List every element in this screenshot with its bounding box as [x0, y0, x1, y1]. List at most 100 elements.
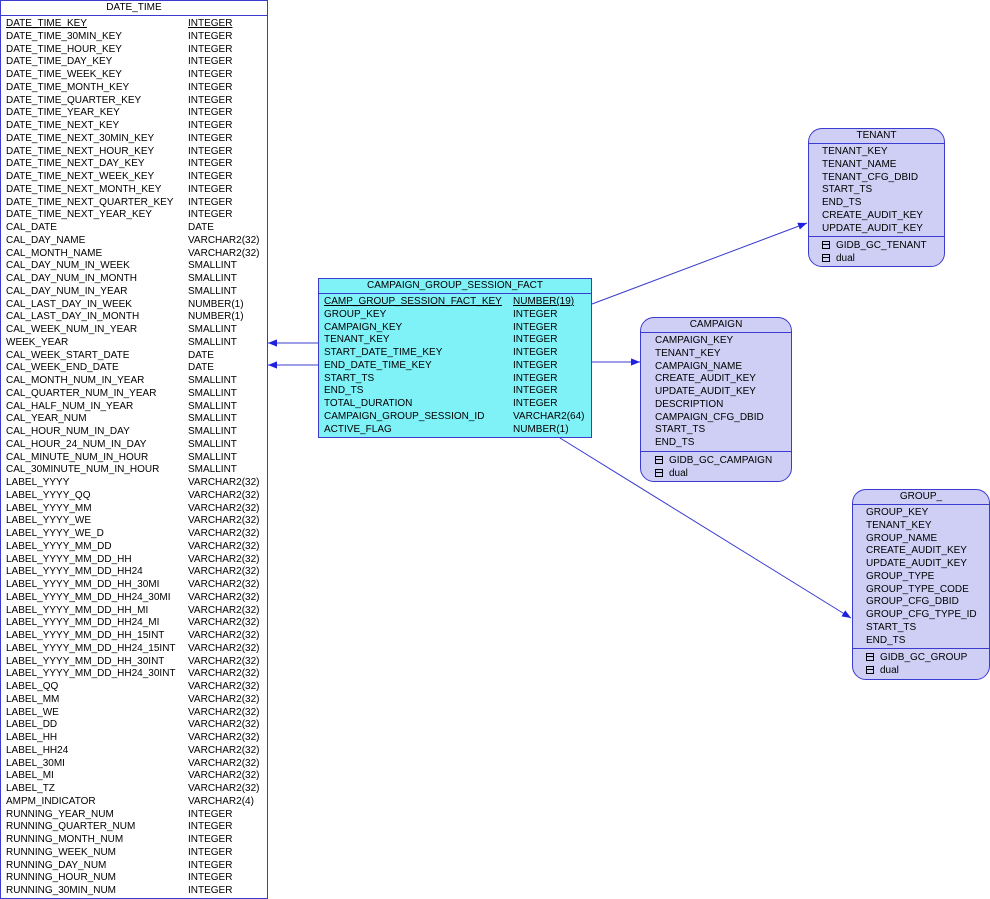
- column-type: VARCHAR2(32): [188, 553, 260, 565]
- column-type: INTEGER: [513, 385, 558, 397]
- primary-key-name: CAMP_GROUP_SESSION_FACT_KEY: [324, 296, 502, 307]
- column-type: INTEGER: [513, 308, 558, 320]
- reference-label: dual: [836, 253, 855, 265]
- column-name: CAL_YEAR_NUM: [6, 413, 87, 425]
- column-name: GROUP_KEY: [324, 308, 387, 320]
- column-name: CREATE_AUDIT_KEY: [866, 545, 967, 557]
- column-name: LABEL_YYYY_MM_DD_HH: [6, 553, 132, 565]
- column-row: TENANT_KEY: [641, 348, 791, 361]
- column-row: CAL_WEEK_END_DATE DATE: [1, 362, 267, 375]
- column-name: LABEL_YYYY_MM_DD_HH24_30MI: [6, 591, 171, 603]
- column-name: START_TS: [655, 424, 706, 436]
- column-name: RUNNING_QUARTER_NUM: [6, 821, 136, 833]
- column-name: RUNNING_YEAR_NUM: [6, 808, 114, 820]
- column-type: INTEGER: [188, 43, 233, 55]
- column-name: UPDATE_AUDIT_KEY: [655, 386, 756, 397]
- column-row: END_TS: [641, 437, 791, 450]
- column-name: CAL_DAY_NUM_IN_YEAR: [6, 285, 128, 297]
- column-type: INTEGER: [188, 158, 233, 170]
- column-type: INTEGER: [188, 94, 233, 106]
- column-row: TENANT_KEY: [853, 520, 989, 533]
- column-row: TENANT_KEY: [809, 146, 944, 159]
- campaign-group-session-fact-entity[interactable]: CAMPAIGN_GROUP_SESSION_FACT CAMP_GROUP_S…: [318, 278, 592, 438]
- column-type: INTEGER: [188, 81, 233, 93]
- column-name: RUNNING_30MIN_NUM: [6, 885, 117, 896]
- column-name: CAL_WEEK_END_DATE: [6, 362, 119, 374]
- column-name: CREATE_AUDIT_KEY: [822, 209, 923, 221]
- column-name: END_TS: [655, 437, 695, 448]
- column-name: DATE_TIME_NEXT_QUARTER_KEY: [6, 196, 174, 208]
- column-name: GROUP_NAME: [866, 532, 938, 544]
- column-name: CAL_WEEK_START_DATE: [6, 349, 130, 361]
- column-type: VARCHAR2(32): [188, 719, 260, 731]
- column-type: INTEGER: [188, 859, 233, 871]
- column-name: DESCRIPTION: [655, 398, 724, 410]
- column-type: VARCHAR2(32): [188, 489, 260, 501]
- fact-title: CAMPAIGN_GROUP_SESSION_FACT: [319, 279, 591, 294]
- column-name: DATE_TIME_QUARTER_KEY: [6, 94, 142, 106]
- column-type: VARCHAR2(32): [188, 706, 260, 718]
- column-type: INTEGER: [188, 132, 233, 144]
- column-name: LABEL_YYYY_MM_DD_HH_30INT: [6, 655, 165, 667]
- column-type: INTEGER: [513, 334, 558, 346]
- tenant-title: TENANT: [809, 129, 944, 144]
- column-type: VARCHAR2(32): [188, 477, 260, 488]
- column-type: INTEGER: [188, 821, 233, 833]
- column-name: DATE_TIME_NEXT_WEEK_KEY: [6, 171, 155, 182]
- column-type: SMALLINT: [188, 273, 237, 284]
- column-type: VARCHAR2(32): [188, 515, 260, 527]
- column-name: LABEL_YYYY_MM_DD_HH_15INT: [6, 630, 165, 641]
- column-name: CAL_QUARTER_NUM_IN_YEAR: [6, 387, 157, 399]
- column-type: INTEGER: [513, 359, 558, 371]
- column-name: CAL_DATE: [6, 222, 57, 233]
- column-type: VARCHAR2(32): [188, 668, 260, 680]
- column-type: SMALLINT: [188, 324, 237, 335]
- column-type: INTEGER: [188, 808, 233, 820]
- reference-label: dual: [880, 665, 899, 677]
- column-name: GROUP_CFG_DBID: [866, 596, 959, 608]
- column-type: VARCHAR2(64): [513, 410, 585, 422]
- column-name: TOTAL_DURATION: [324, 398, 413, 409]
- column-type: DATE: [188, 362, 214, 374]
- column-row: GROUP_CFG_DBID: [853, 596, 989, 609]
- column-row: CREATE_AUDIT_KEY: [853, 545, 989, 558]
- campaign-title: CAMPAIGN: [641, 318, 791, 333]
